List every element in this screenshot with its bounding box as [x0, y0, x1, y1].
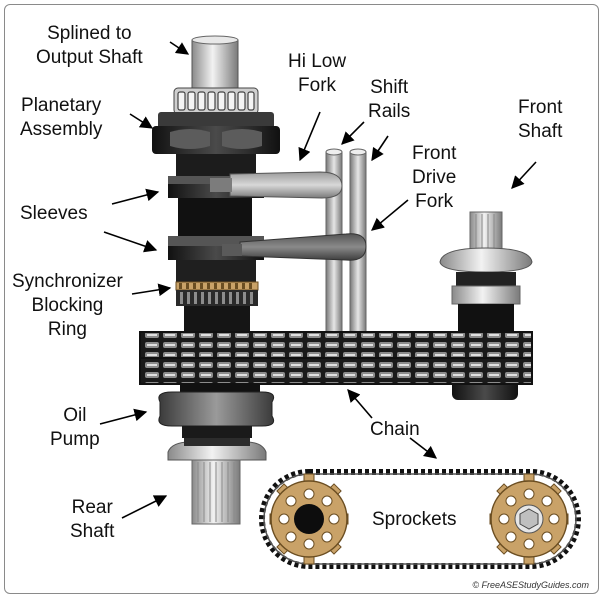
shift-rails	[325, 148, 367, 339]
label-hi-low-fork: Hi Low Fork	[288, 50, 346, 98]
label-chain: Chain	[370, 418, 420, 442]
output-shaft	[191, 35, 239, 97]
arrow-front-drive-fork	[371, 199, 409, 231]
arrow-shift-rails-2	[371, 135, 389, 162]
label-shift-line2: Rails	[368, 101, 411, 122]
label-shift-line1: Shift	[370, 77, 409, 98]
label-front-shaft: Front Shaft	[518, 96, 562, 144]
arrow-sleeves-2	[103, 231, 158, 253]
left-sprocket	[269, 473, 349, 565]
arrow-oil-pump	[99, 408, 148, 425]
callout-arrows	[99, 41, 537, 519]
label-planetary-assembly: Planetary Assembly	[20, 94, 102, 142]
arrow-splined	[169, 41, 190, 55]
label-sprockets-text: Sprockets	[372, 509, 457, 530]
arrow-front-shaft	[511, 161, 537, 189]
sprockets-inset	[259, 469, 581, 569]
drive-chain	[139, 331, 533, 385]
label-shift-rails: Shift Rails	[368, 76, 410, 124]
credit-text: © FreeASEStudyGuides.com	[472, 580, 589, 590]
label-sprockets: Sprockets	[372, 508, 456, 532]
arrow-planetary	[129, 113, 154, 129]
label-sync-line3: Ring	[47, 319, 87, 340]
arrow-chain-1	[347, 389, 373, 419]
label-front-drive-line1: Front	[412, 143, 457, 164]
label-oil-line2: Pump	[50, 429, 100, 450]
synchronizer-blocking-ring	[175, 281, 259, 332]
right-sprocket	[489, 473, 569, 565]
arrow-rear-shaft	[121, 495, 168, 519]
label-rear-line1: Rear	[71, 497, 113, 518]
arrow-sync	[131, 283, 172, 297]
label-oil-pump: Oil Pump	[50, 404, 100, 452]
planetary-assembly	[152, 112, 280, 154]
arrow-shift-rails	[341, 121, 365, 145]
arrow-sleeves-1	[111, 188, 160, 205]
label-rear-line2: Shaft	[70, 521, 115, 542]
front-drive-fork	[222, 233, 367, 261]
label-sync-line1: Synchronizer	[12, 271, 123, 292]
rear-shaft	[167, 438, 267, 525]
label-sleeves-text: Sleeves	[20, 203, 88, 224]
hi-low-fork	[210, 171, 343, 199]
label-front-shaft-line2: Shaft	[518, 121, 563, 142]
label-rear-shaft: Rear Shaft	[70, 496, 114, 544]
label-splined-line1: Splined to	[47, 23, 132, 44]
label-sleeves: Sleeves	[20, 202, 88, 226]
label-front-drive-line3: Fork	[415, 191, 454, 212]
front-shaft-assembly	[439, 211, 533, 400]
label-planetary-line2: Assembly	[20, 119, 103, 140]
label-oil-line1: Oil	[63, 405, 87, 426]
label-front-drive-line2: Drive	[412, 167, 457, 188]
label-front-drive-fork: Front Drive Fork	[412, 142, 456, 214]
label-splined-output-shaft: Splined to Output Shaft	[36, 22, 143, 70]
label-front-shaft-line1: Front	[518, 97, 563, 118]
label-synchronizer-blocking-ring: Synchronizer Blocking Ring	[12, 270, 123, 342]
diagram-frame	[4, 4, 599, 594]
label-sync-line2: Blocking	[31, 295, 104, 316]
oil-pump	[158, 384, 275, 438]
label-hilow-line2: Fork	[298, 75, 337, 96]
label-chain-text: Chain	[370, 419, 420, 440]
label-splined-line2: Output Shaft	[36, 47, 143, 68]
arrow-chain-2	[409, 437, 438, 459]
arrow-hilow	[298, 111, 321, 162]
label-planetary-line1: Planetary	[21, 95, 102, 116]
label-hilow-line1: Hi Low	[288, 51, 347, 72]
output-spline-ring	[173, 87, 259, 115]
